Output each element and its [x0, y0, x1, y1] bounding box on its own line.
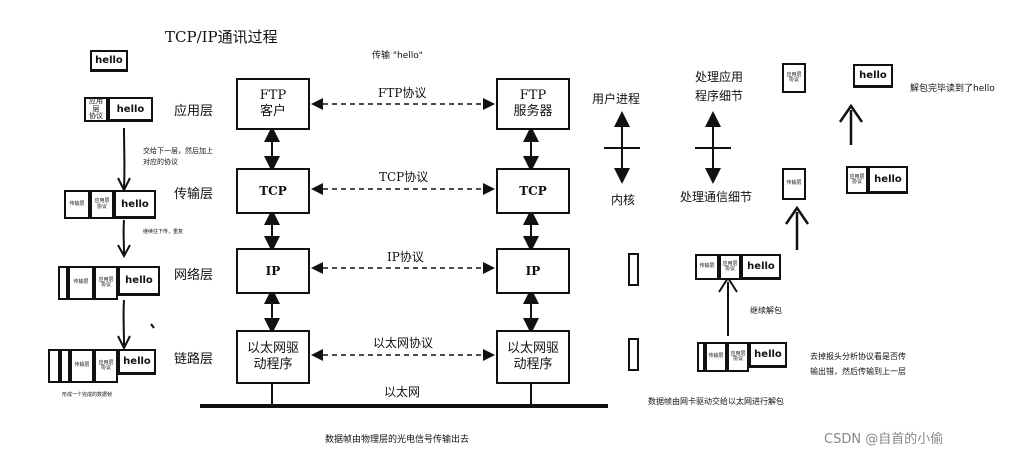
- note-strip: 去掉报头分析协议看是否传输出错，然后传输到上一层: [810, 352, 906, 377]
- server-ip-box: IP: [496, 248, 570, 294]
- server-ip-label: IP: [525, 263, 541, 278]
- right-network-transport-header: 传输层: [695, 254, 719, 280]
- note-pass-down: 交给下一层，然后加上对应的协议: [143, 147, 213, 166]
- link-app-header: 应用层协议: [94, 349, 118, 383]
- server-ethernet-driver-label: 以太网驱动程序: [506, 340, 559, 372]
- packet-transport-layer: 传输层 应用层协议 hello: [64, 190, 156, 219]
- transfer-label: 传输 "hello": [372, 51, 423, 61]
- protocol-label-ip: IP协议: [387, 250, 424, 264]
- right-final-hello-data: hello: [853, 64, 893, 88]
- client-tcp-label: TCP: [259, 183, 287, 198]
- right-app-header: 应用层协议: [846, 166, 868, 194]
- link-transport-header: 传输层: [70, 349, 94, 383]
- layer-label-transport: 传输层: [174, 187, 214, 202]
- client-tcp-box: TCP: [236, 168, 310, 214]
- note-physical: 数据帧由物理层的光电信号传输出去: [325, 435, 470, 445]
- right-link-transport-header: 传输层: [705, 342, 727, 372]
- note-frame-formed: 形成一个完成的数据帧: [62, 392, 113, 398]
- link-hello-data: hello: [118, 349, 156, 375]
- right-app-hello-data: hello: [868, 166, 908, 194]
- packet-app-layer: 应用层协议 hello: [84, 97, 153, 122]
- app-header: 应用层协议: [84, 97, 108, 122]
- server-tcp-box: TCP: [496, 168, 570, 214]
- packet-right-network: 传输层 应用层协议 hello: [695, 254, 781, 280]
- right-transport-header: 传输层: [782, 168, 806, 200]
- server-tcp-label: TCP: [519, 183, 547, 198]
- right-network-app-header: 应用层协议: [719, 254, 741, 280]
- user-process-label: 用户进程: [592, 92, 641, 106]
- network-ip-header: [58, 266, 68, 300]
- protocol-label-ethernet: 以太网协议: [373, 336, 434, 350]
- packet-right-app: 应用层协议 hello: [846, 166, 908, 194]
- right-link-app-header: 应用层协议: [727, 342, 749, 372]
- ethernet-label: 以太网: [384, 385, 421, 399]
- client-ethernet-driver-label: 以太网驱动程序: [246, 340, 299, 372]
- link-ip-header: [60, 349, 70, 383]
- right-network-hello-data: hello: [741, 254, 781, 280]
- network-transport-header: 传输层: [68, 266, 94, 300]
- note-done: 解包完毕读到了hello: [910, 84, 995, 94]
- layer-label-application: 应用层: [174, 104, 214, 119]
- packet-network-layer: 传输层 应用层协议 hello: [58, 266, 160, 300]
- app-detail-label: 处理应用程序细节: [695, 70, 744, 104]
- packet-link-layer: 传输层 应用层协议 hello: [48, 349, 156, 383]
- comm-detail-label: 处理通信细节: [680, 190, 753, 204]
- packet-right-transport: 传输层: [782, 168, 806, 200]
- link-frame-header: [48, 349, 60, 383]
- right-top-app-header: 应用层协议: [782, 63, 806, 93]
- network-app-header: 应用层协议: [94, 266, 118, 300]
- packet-right-top-header: 应用层协议: [782, 63, 806, 93]
- packet-right-link: 传输层 应用层协议 hello: [697, 342, 787, 372]
- right-link-hello-data: hello: [749, 342, 787, 368]
- note-nic: 数据帧由网卡驱动交给以太网进行解包: [648, 397, 784, 406]
- note-continue-down: 继续往下传，重复: [143, 229, 184, 235]
- client-ip-box: IP: [236, 248, 310, 294]
- protocol-label-ftp: FTP协议: [378, 86, 427, 100]
- watermark: CSDN @自首的小偷: [824, 432, 944, 447]
- transport-header: 传输层: [64, 190, 90, 219]
- kernel-label: 内核: [611, 193, 636, 207]
- network-hello-data: hello: [118, 266, 160, 296]
- layer-label-network: 网络层: [174, 268, 214, 283]
- client-ip-label: IP: [265, 263, 281, 278]
- server-ethernet-driver-box: 以太网驱动程序: [496, 330, 570, 384]
- right-link-ip-header: [697, 342, 705, 372]
- protocol-label-tcp: TCP协议: [379, 170, 429, 184]
- transport-hello-data: hello: [114, 190, 156, 219]
- transport-app-header: 应用层协议: [90, 190, 114, 219]
- note-continue-unpack: 继续解包: [750, 306, 782, 315]
- packet-right-final: hello: [853, 64, 893, 88]
- client-ethernet-driver-box: 以太网驱动程序: [236, 330, 310, 384]
- packet-hello: hello: [90, 50, 128, 72]
- app-hello-data: hello: [108, 97, 153, 122]
- layer-label-link: 链路层: [174, 352, 214, 367]
- diagram-title: TCP/IP通讯过程: [165, 28, 278, 46]
- hello-data: hello: [90, 50, 128, 72]
